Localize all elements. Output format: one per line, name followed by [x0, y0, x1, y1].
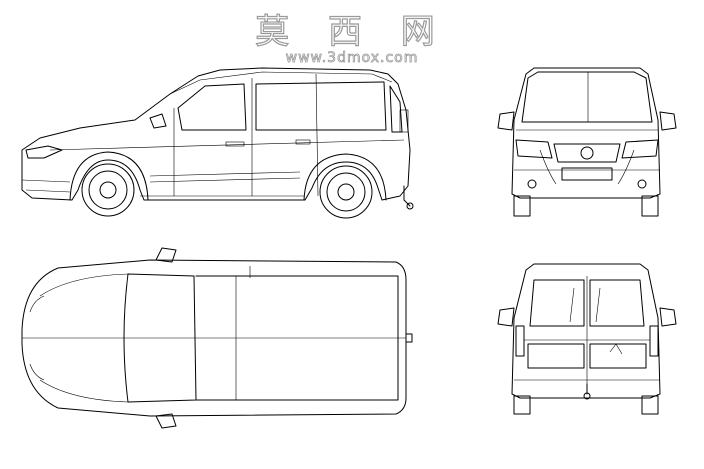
front-view	[497, 67, 677, 217]
watermark-title: 莫 西 网	[255, 11, 449, 52]
side-view	[21, 67, 414, 219]
watermark-url: www.3dmox.com	[285, 50, 419, 67]
rear-view	[497, 263, 677, 415]
top-view	[21, 247, 413, 429]
